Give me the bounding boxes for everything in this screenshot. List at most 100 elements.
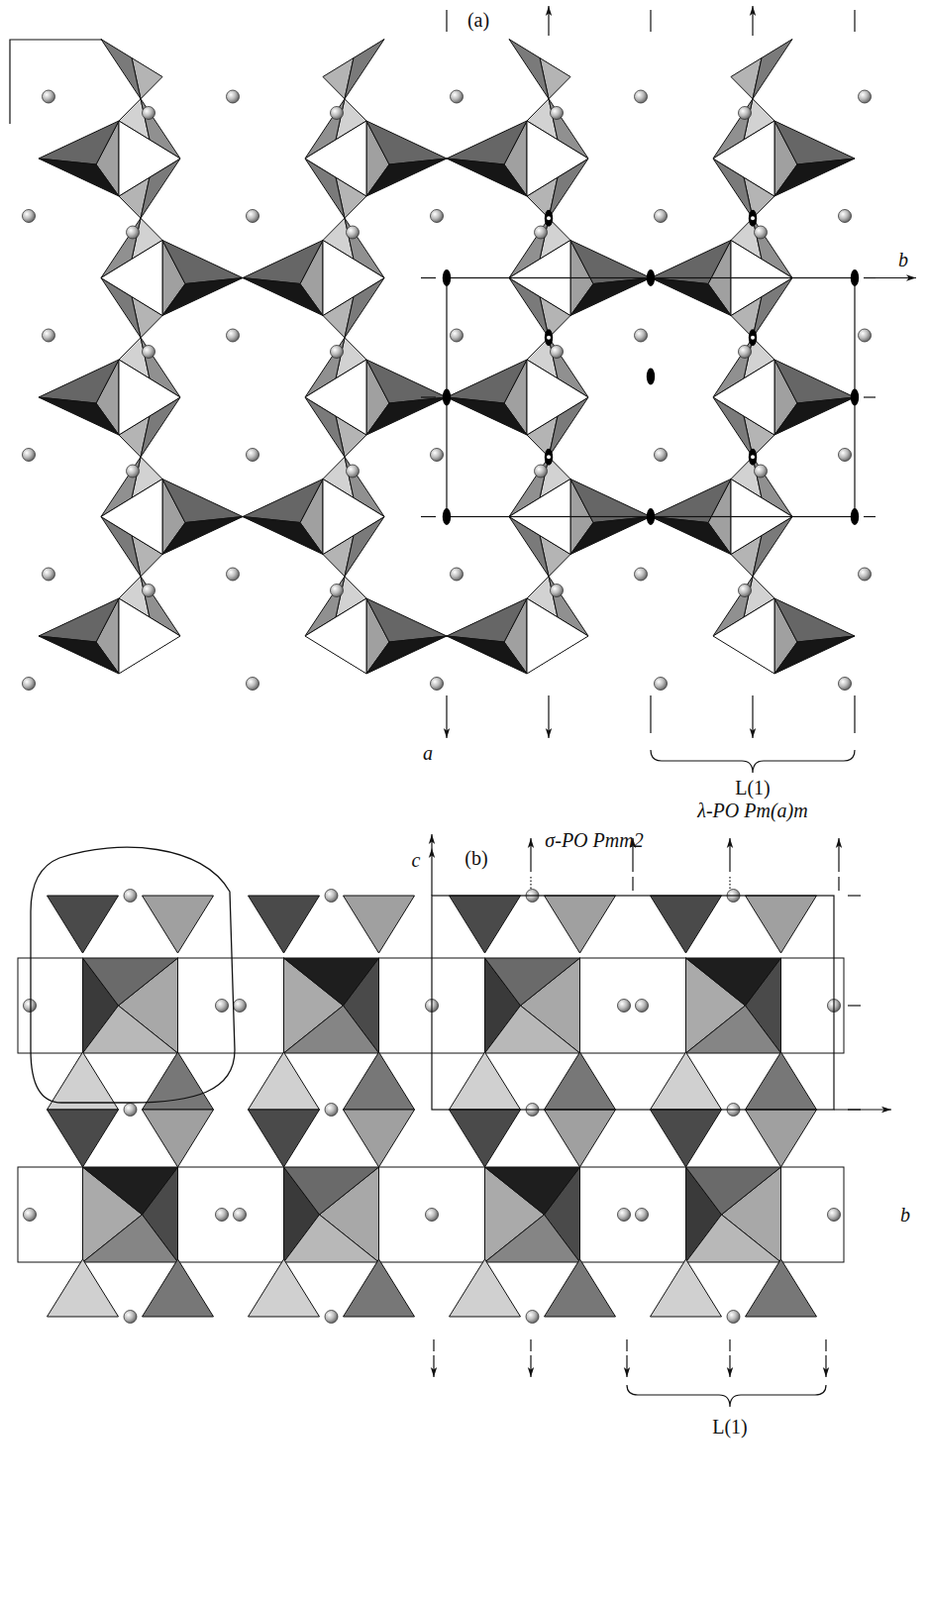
arrow-head <box>443 727 450 738</box>
symmetry-centre-dot <box>750 215 755 220</box>
twofold-axis-symbol <box>646 269 655 287</box>
mirror-mark <box>625 1339 627 1351</box>
panel-label: (b) <box>464 846 488 869</box>
tetrahedron <box>366 598 447 642</box>
cation-sphere <box>525 1310 539 1324</box>
tetrahedron <box>343 895 415 953</box>
tetrahedron <box>570 516 651 555</box>
tetrahedron <box>162 278 243 316</box>
ring-cavity <box>17 1166 84 1262</box>
cation-sphere <box>838 448 852 462</box>
arrow-head <box>545 5 552 16</box>
ring-cavity <box>178 1166 285 1262</box>
unit-cell <box>446 278 855 517</box>
tetrahedron <box>366 635 447 674</box>
glide-trace <box>529 876 531 891</box>
axis-label: b <box>900 1203 911 1226</box>
cation-sphere <box>754 464 768 478</box>
tetrahedron <box>485 1005 581 1053</box>
tetrahedron <box>485 957 581 1006</box>
three-ring <box>713 120 775 197</box>
tetrahedron <box>774 598 855 642</box>
cation-sphere <box>738 106 752 120</box>
tetrahedron <box>544 1109 617 1167</box>
cation-sphere <box>22 209 36 223</box>
cation-sphere <box>142 106 156 120</box>
cation-sphere <box>635 999 649 1013</box>
three-ring <box>305 598 367 674</box>
cation-sphere <box>22 448 36 462</box>
tetrahedron <box>83 1214 179 1262</box>
tetrahedron <box>142 1109 214 1167</box>
cell-tick <box>847 894 861 896</box>
cation-sphere <box>22 677 36 691</box>
cell-tick <box>847 1004 861 1006</box>
cation-sphere <box>534 464 548 478</box>
symmetry-centre-dot <box>546 335 551 340</box>
twofold-axis-symbol <box>442 389 451 407</box>
tetrahedron <box>83 1005 179 1053</box>
tetrahedron <box>162 516 243 555</box>
symmetry-centre-dot <box>546 454 551 459</box>
tetrahedron <box>343 1109 415 1167</box>
tetrahedron <box>242 479 323 523</box>
twofold-axis-symbol <box>646 508 655 525</box>
ring-cavity <box>178 957 285 1053</box>
tetrahedron <box>83 1166 179 1215</box>
twofold-axis-symbol <box>850 269 859 287</box>
three-ring <box>713 598 775 674</box>
cation-sphere <box>126 464 140 478</box>
tetrahedron <box>650 516 731 555</box>
axis-label: a <box>422 741 433 764</box>
tetrahedron <box>449 1258 521 1317</box>
three-ring <box>526 120 589 197</box>
cation-sphere <box>534 225 548 239</box>
tetrahedron <box>544 895 617 953</box>
tetrahedron <box>344 39 385 100</box>
cation-sphere <box>430 677 444 691</box>
mirror-mark <box>824 1339 826 1351</box>
arrow-head <box>428 847 435 858</box>
tetrahedron <box>47 1109 119 1167</box>
cation-sphere <box>827 1208 841 1222</box>
tetrahedron <box>284 1166 380 1215</box>
tetrahedron <box>446 598 527 642</box>
cation-sphere <box>42 90 56 104</box>
tetrahedron <box>248 895 320 953</box>
cation-sphere <box>233 1208 247 1222</box>
cell-tick <box>863 277 876 279</box>
cation-sphere <box>226 90 240 104</box>
cation-sphere <box>233 999 247 1013</box>
twofold-axis-symbol <box>544 448 553 466</box>
three-ring <box>118 120 181 197</box>
twofold-axis-symbol <box>544 328 553 346</box>
panel-a <box>9 5 917 773</box>
cation-sphere <box>123 1310 137 1324</box>
tetrahedron <box>38 120 119 165</box>
arrow-head <box>726 1366 733 1377</box>
three-ring <box>305 120 367 197</box>
symmetry-centre-dot <box>750 454 755 459</box>
cation-sphere <box>430 209 444 223</box>
c-axis-arrow <box>430 833 432 896</box>
tetrahedron <box>485 1214 581 1262</box>
tetrahedron <box>248 1109 320 1167</box>
cation-sphere <box>330 345 344 359</box>
cation-sphere <box>550 584 564 598</box>
cation-sphere <box>215 1208 229 1222</box>
cation-sphere <box>634 90 648 104</box>
panel-b <box>17 833 892 1407</box>
cation-sphere <box>618 999 631 1013</box>
cation-sphere <box>450 90 464 104</box>
tetrahedron <box>242 516 323 555</box>
layer-label: L(1) <box>712 1415 748 1438</box>
three-ring <box>305 359 367 435</box>
cation-sphere <box>123 1103 137 1117</box>
tetrahedron <box>686 1214 782 1262</box>
tetrahedron <box>752 39 793 100</box>
tetrahedron <box>745 1258 818 1317</box>
tetrahedron <box>570 278 651 316</box>
tetrahedron <box>343 1051 415 1110</box>
three-ring <box>118 359 181 435</box>
